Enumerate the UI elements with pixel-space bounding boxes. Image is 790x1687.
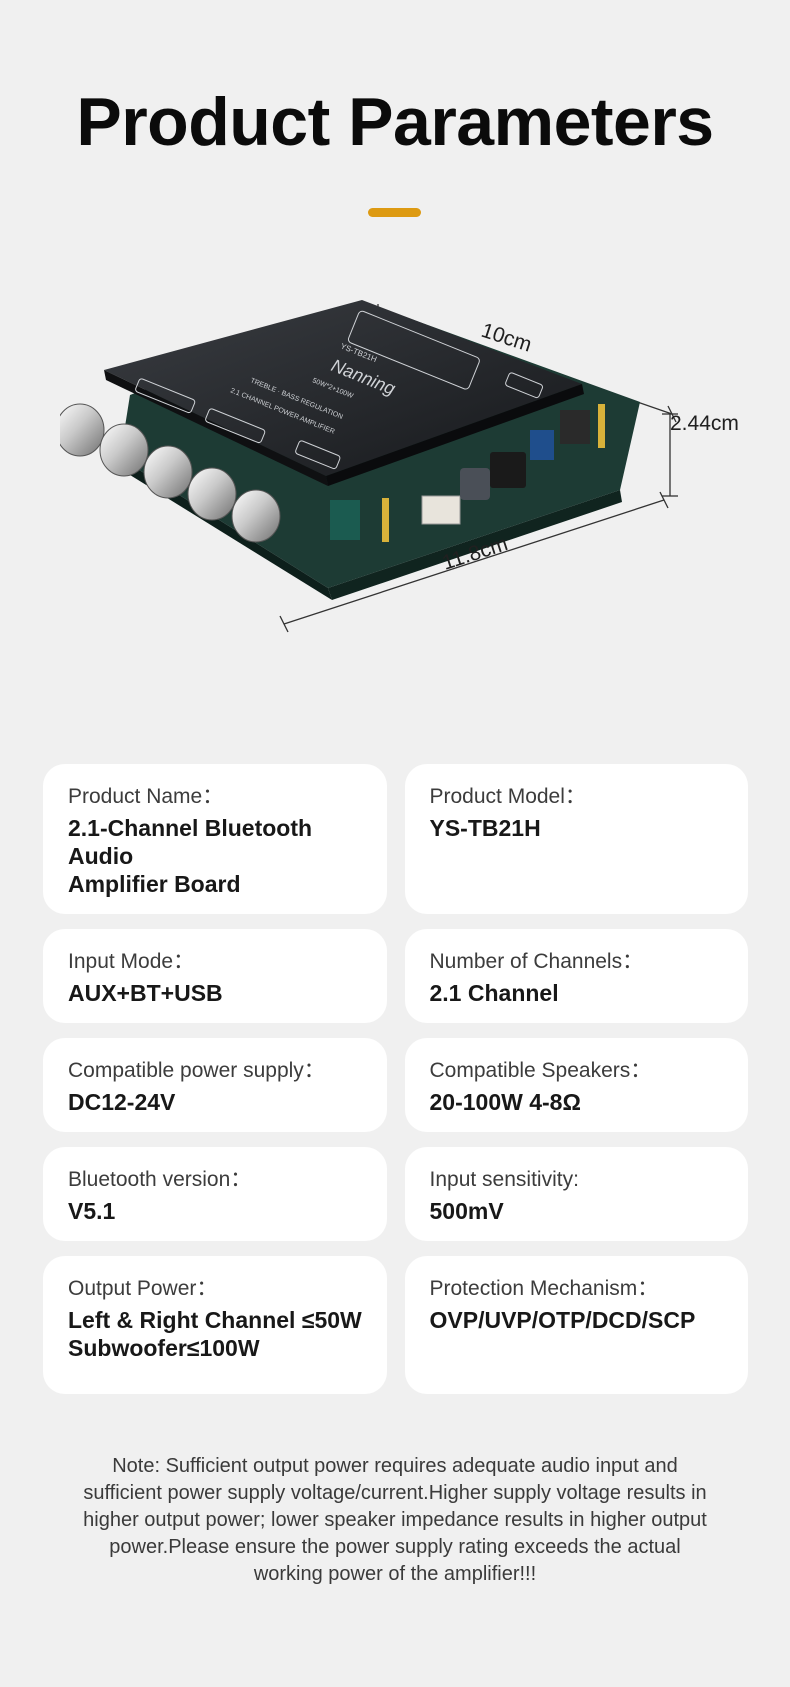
page-title: Product Parameters [76,84,714,160]
spec-card-input-sensitivity: Input sensitivity: 500mV [404,1147,748,1241]
spec-row: Input Mode： AUX+BT+USB Number of Channel… [43,929,748,1023]
spec-value: OVP/UVP/OTP/DCD/SCP [429,1307,696,1333]
spec-value: 500mV [429,1198,504,1224]
spec-value: AUX+BT+USB [68,980,223,1006]
spec-value: 20-100W 4-8Ω [429,1089,581,1115]
spec-card-product-name: Product Name： 2.1-Channel Bluetooth Audi… [43,764,387,914]
spec-label: Protection Mechanism： [429,1277,659,1300]
spec-row: Product Name： 2.1-Channel Bluetooth Audi… [43,764,748,914]
spec-card-input-mode: Input Mode： AUX+BT+USB [43,929,387,1023]
spec-label: Compatible power supply： [68,1059,325,1082]
spec-label: Number of Channels： [429,950,644,973]
dimension-height: 2.44cm [670,412,739,435]
amplifier-board-photo-icon: Nanning YS-TB21H 50W*2+100W TREBLE · BAS… [60,300,739,633]
spec-value: 2.1-Channel Bluetooth Audio Amplifier Bo… [68,815,313,897]
product-image: Nanning YS-TB21H 50W*2+100W TREBLE · BAS… [60,300,760,640]
spec-label: Output Power： [68,1277,218,1300]
power-note: Note: Sufficient output power requires a… [83,1455,707,1585]
spec-label: Compatible Speakers： [429,1059,652,1082]
spec-value: YS-TB21H [429,815,541,841]
spec-value: 2.1 Channel [429,980,559,1006]
title-accent-bar [368,208,421,217]
spec-card-channels: Number of Channels： 2.1 Channel [404,929,748,1023]
spec-value: V5.1 [68,1198,116,1224]
spec-label: Input sensitivity: [429,1168,579,1191]
spec-row: Compatible power supply： DC12-24V Compat… [43,1038,748,1132]
spec-label: Bluetooth version： [68,1168,252,1191]
spec-row: Bluetooth version： V5.1 Input sensitivit… [43,1147,748,1241]
spec-label: Product Name： [68,785,224,808]
spec-label: Input Mode： [68,950,195,973]
spec-grid: Product Name： 2.1-Channel Bluetooth Audi… [43,764,748,1409]
spec-card-protection: Protection Mechanism： OVP/UVP/OTP/DCD/SC… [404,1256,748,1394]
spec-card-speakers: Compatible Speakers： 20-100W 4-8Ω [404,1038,748,1132]
spec-card-power-supply: Compatible power supply： DC12-24V [43,1038,387,1132]
spec-value: DC12-24V [68,1089,176,1115]
spec-label: Product Model： [429,785,586,808]
spec-card-output-power: Output Power： Left & Right Channel ≤50W … [43,1256,387,1394]
spec-card-product-model: Product Model： YS-TB21H [404,764,748,914]
spec-row: Output Power： Left & Right Channel ≤50W … [43,1256,748,1394]
spec-value: Left & Right Channel ≤50W Subwoofer≤100W [68,1307,362,1361]
spec-card-bluetooth-version: Bluetooth version： V5.1 [43,1147,387,1241]
